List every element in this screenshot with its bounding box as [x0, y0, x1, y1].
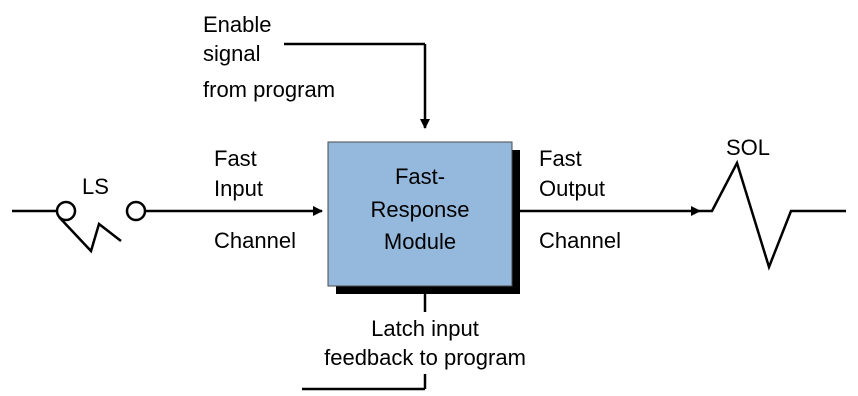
input-label-line2: Input: [214, 176, 263, 201]
latch-label-line2: feedback to program: [324, 345, 526, 370]
output-label-line2: Output: [539, 176, 606, 201]
switch-contact-left: [55, 200, 77, 222]
enable-label-line2: signal: [203, 41, 261, 66]
enable-label-line3: from program: [203, 77, 336, 102]
switch-label: LS: [82, 174, 109, 199]
switch-contact-right: [125, 200, 147, 222]
switch-actuator: [58, 216, 122, 254]
input-label-line1: Fast: [214, 146, 257, 171]
input-label-line3: Channel: [214, 228, 296, 253]
solenoid-coil: [700, 159, 846, 271]
module-label-line3: Module: [383, 229, 457, 254]
module-label-line2: Response: [370, 197, 470, 222]
module-box: [327, 141, 513, 287]
enable-label-line1: Enable: [203, 12, 272, 37]
output-label-line3: Channel: [539, 228, 621, 253]
latch-label-line1: Latch input: [371, 316, 479, 341]
output-label-line1: Fast: [539, 146, 582, 171]
solenoid-label: SOL: [726, 135, 771, 160]
module-label-line1: Fast-: [394, 164, 446, 189]
